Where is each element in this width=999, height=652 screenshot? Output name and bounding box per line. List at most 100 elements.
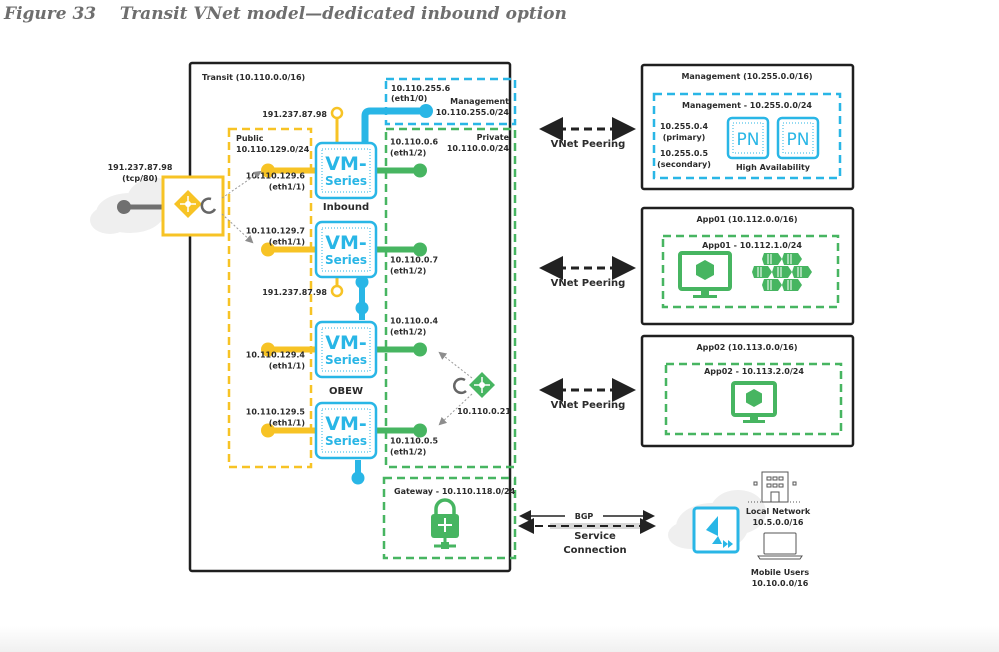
public-subnet — [227, 127, 313, 469]
eth1-nic — [261, 342, 275, 357]
internet-port: (tcp/80) — [122, 174, 158, 183]
ilb-to-fw4-arrow — [438, 393, 473, 426]
vm-series-label-line1: VM- — [325, 332, 367, 354]
eth1-iface: (eth1/1) — [269, 238, 305, 247]
svg-text:PN: PN — [737, 130, 760, 150]
eth2-nic — [413, 163, 427, 178]
management-subnet — [652, 92, 842, 180]
vm-series-label-line1: VM- — [325, 232, 367, 254]
eth2-iface: (eth1/2) — [390, 267, 426, 276]
eth1-ip: 10.110.129.7 — [246, 227, 305, 236]
vm-series-label-line2: Series — [325, 434, 367, 448]
laptop-icon — [757, 532, 803, 560]
obew-group-label: OBEW — [329, 386, 363, 397]
private-subnet-name: Private — [477, 133, 510, 142]
panorama-secondary-label: (secondary) — [657, 160, 711, 169]
vm-series-box — [314, 220, 378, 279]
eth1-nic — [261, 163, 275, 178]
local-network-cidr: 10.5.0.0/16 — [752, 518, 803, 527]
mgmt-iface: (eth1/0) — [391, 94, 427, 103]
eth2-iface: (eth1/2) — [390, 448, 426, 457]
vm-series-label-line1: VM- — [325, 413, 367, 435]
svg-text:PN: PN — [787, 130, 810, 150]
app01-vnet-box — [640, 206, 855, 326]
panorama-primary-label: (primary) — [663, 133, 706, 142]
management-subnet-label: Management - 10.255.0.0/24 — [682, 101, 812, 110]
firewall-vm-series-1: VM-Series10.110.129.6(eth1/1)10.110.0.6(… — [246, 138, 439, 200]
transit-vnet-box — [188, 61, 512, 573]
eth1-nic — [261, 242, 275, 257]
app02-subnet-label: App02 - 10.113.2.0/24 — [704, 367, 804, 376]
kubernetes-cluster-icon — [752, 253, 812, 291]
vm-series-box — [314, 320, 378, 379]
inbound-group-label: Inbound — [323, 202, 369, 213]
building-icon — [748, 471, 802, 503]
container-block — [782, 253, 802, 265]
app02-vnet-box — [640, 334, 855, 448]
figure-title: Transit VNet model—dedicated inbound opt… — [119, 4, 567, 24]
vnet-peering-label-3: VNet Peering — [551, 400, 626, 411]
ilb-to-fw3-arrow — [438, 351, 473, 379]
firewall-vm-series-4: VM-Series 10.110.129.5 (eth1/1) 10.110.0.5 (… — [246, 401, 439, 460]
internal-load-balancer — [452, 372, 495, 398]
eth2-ip: 10.110.0.5 — [390, 437, 439, 446]
vm-monitor-icon — [678, 251, 732, 298]
fw1-public-ip: 191.237.87.98 — [262, 110, 327, 119]
gateway-subnet-label: Gateway - 10.110.118.0/24 — [394, 487, 516, 496]
vm-monitor-icon — [731, 381, 777, 423]
prisma-access-icon — [692, 506, 740, 554]
management-vnet-label: Management (10.255.0.0/16) — [681, 72, 812, 81]
eth1-iface: (eth1/1) — [269, 362, 305, 371]
vpn-gateway-icon — [431, 498, 459, 549]
public-subnet-cidr: 10.110.129.0/24 — [236, 145, 310, 154]
vm-series-box — [314, 401, 378, 460]
public-subnet-name: Public — [236, 134, 264, 143]
internal-lb-ip: 10.110.0.21 — [457, 407, 511, 416]
figure-caption: Figure 33 Transit VNet model—dedicated i… — [4, 4, 567, 24]
external-load-balancer — [117, 175, 225, 237]
mgmt-nic — [419, 104, 433, 118]
vm-series-label-line2: Series — [325, 353, 367, 367]
eth2-ip: 10.110.0.4 — [390, 317, 439, 326]
eth2-iface: (eth1/2) — [390, 149, 426, 158]
public-ip-pin-1 — [330, 106, 344, 142]
service-connection-label-1: Service — [574, 531, 616, 542]
mgmt-subnet-cidr: 10.110.255.0/24 — [436, 108, 510, 117]
eth2-nic — [413, 423, 427, 438]
app01-vnet-label: App01 (10.112.0.0/16) — [696, 215, 797, 224]
transit-vnet-label: Transit (10.110.0.0/16) — [202, 73, 305, 82]
eth1-iface: (eth1/1) — [269, 419, 305, 428]
bgp-label: BGP — [575, 512, 594, 521]
fw2-public-ip: 191.237.87.98 — [262, 288, 327, 297]
vnet-peering-label-1: VNet Peering — [551, 139, 626, 150]
figure-number: Figure 33 — [4, 4, 97, 24]
app01-subnet-label: App01 - 10.112.1.0/24 — [702, 241, 802, 250]
eth2-nic — [413, 242, 427, 257]
container-block — [782, 279, 802, 291]
firewall-vm-series-2: VM-Series 10.110.129.7 (eth1/1) 10.110.0.7 (… — [246, 220, 438, 279]
page-footer-fade — [0, 626, 999, 652]
container-block — [792, 266, 812, 278]
eth1-ip: 10.110.129.6 — [246, 172, 306, 181]
vm-series-label-line1: VM- — [325, 153, 367, 175]
private-subnet — [384, 127, 517, 469]
panorama-secondary-icon: PN — [776, 116, 820, 160]
eth2-iface: (eth1/2) — [390, 328, 426, 337]
container-block — [752, 266, 772, 278]
mobile-users-label: Mobile Users — [751, 568, 810, 577]
eth1-nic — [261, 423, 275, 438]
vm-series-label-line2: Series — [325, 253, 367, 267]
mgmt-bus — [361, 107, 426, 145]
eth1-ip: 10.110.129.5 — [246, 408, 306, 417]
panorama-primary-ip: 10.255.0.4 — [660, 122, 709, 131]
eth2-ip: 10.110.0.7 — [390, 256, 438, 265]
service-connection-label-2: Connection — [563, 545, 626, 556]
app02-subnet — [664, 362, 843, 436]
vm-series-label-line2: Series — [325, 174, 367, 188]
management-vnet-box — [640, 63, 855, 191]
container-block — [762, 253, 782, 265]
eth1-ip: 10.110.129.4 — [246, 351, 306, 360]
panorama-secondary-ip: 10.255.0.5 — [660, 149, 709, 158]
eth1-iface: (eth1/1) — [269, 183, 305, 192]
